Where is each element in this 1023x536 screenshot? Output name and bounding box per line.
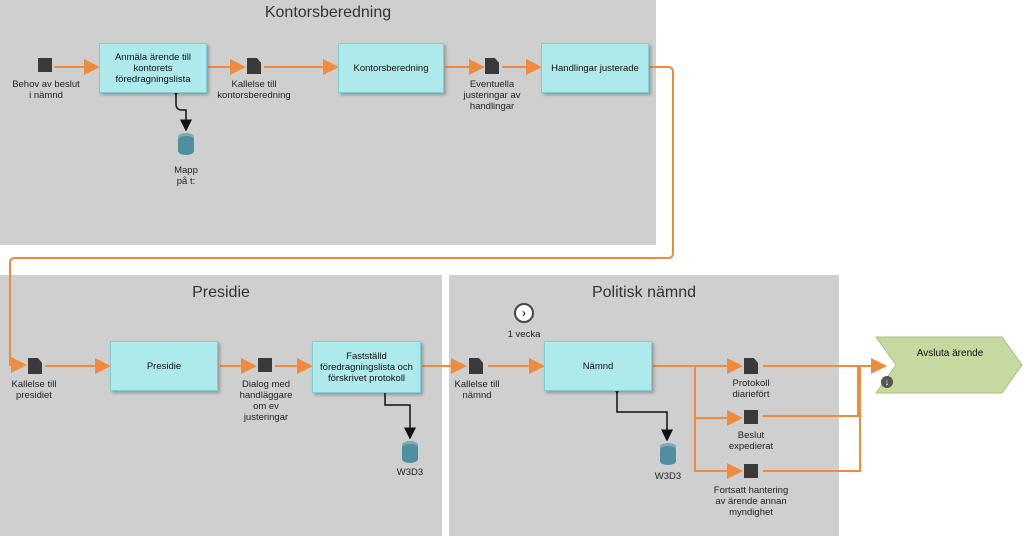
label-timer: 1 vecka bbox=[507, 329, 541, 340]
database-mapp-icon[interactable] bbox=[178, 133, 194, 155]
lane-title-politisk-namnd: Politisk nämnd bbox=[591, 284, 697, 301]
lane-title-presidie: Presidie bbox=[192, 284, 250, 301]
event-protokoll[interactable] bbox=[744, 358, 758, 374]
flow-branch-fortsatt bbox=[694, 418, 743, 479]
label-beslut: Beslut expedierat bbox=[728, 430, 774, 452]
label-kallelse-presidiet: Kallelse till presidiet bbox=[11, 379, 57, 401]
process-kontorsberedning[interactable]: Kontorsberedning bbox=[338, 43, 444, 93]
database-w3d3-namnd-icon[interactable] bbox=[660, 443, 676, 465]
lane-kontorsberedning: Kontorsberedning bbox=[0, 0, 656, 245]
event-behov[interactable] bbox=[38, 58, 52, 72]
process-faststalld[interactable]: Fastställd föredragningslista och förskr… bbox=[312, 341, 421, 393]
process-namnd[interactable]: Nämnd bbox=[544, 341, 652, 391]
link-anmala-mapp bbox=[170, 84, 192, 132]
label-kallelse-kontorsberedning: Kallelse till kontorsberedning bbox=[217, 79, 291, 101]
event-dialog[interactable] bbox=[258, 358, 272, 372]
flow-beslut-end bbox=[763, 366, 859, 417]
event-kallelse-presidiet[interactable] bbox=[28, 358, 42, 374]
label-protokoll: Protokoll diariefört bbox=[732, 378, 770, 400]
flow-handlingar-presidiet bbox=[9, 66, 674, 373]
label-eventuella-justeringar: Eventuella justeringar av handlingar bbox=[463, 79, 521, 112]
label-avsluta: Avsluta ärende bbox=[916, 348, 984, 359]
label-dialog: Dialog med handläggare om ev justeringar bbox=[239, 379, 293, 423]
end-shape[interactable] bbox=[874, 335, 1023, 395]
label-w3d3-namnd: W3D3 bbox=[654, 471, 682, 482]
lane-title-kontorsberedning: Kontorsberedning bbox=[264, 4, 392, 21]
timer-clock-icon: › bbox=[514, 303, 534, 323]
database-w3d3-presidie-icon[interactable] bbox=[402, 441, 418, 463]
process-anmala[interactable]: Anmäla ärende till kontorets föredragnin… bbox=[99, 43, 207, 93]
flow-fortsatt-end bbox=[763, 366, 861, 472]
event-fortsatt[interactable] bbox=[744, 464, 758, 478]
link-namnd-w3d3 bbox=[611, 382, 673, 442]
label-mapp: Mapp på t: bbox=[174, 165, 198, 187]
event-beslut[interactable] bbox=[744, 410, 758, 424]
label-kallelse-namnd: Kallelse till nämnd bbox=[454, 379, 500, 401]
lane-presidie: Presidie bbox=[0, 275, 442, 536]
event-kallelse-namnd[interactable] bbox=[469, 358, 483, 374]
label-w3d3-presidie: W3D3 bbox=[396, 467, 424, 478]
process-presidie[interactable]: Presidie bbox=[110, 341, 218, 391]
expand-down-icon[interactable]: ↓ bbox=[881, 376, 893, 388]
link-faststalld-w3d3 bbox=[379, 382, 416, 440]
event-kallelse-kontorsberedning[interactable] bbox=[247, 58, 261, 74]
label-behov: Behov av beslut i nämnd bbox=[12, 79, 80, 101]
process-handlingar-justerade[interactable]: Handlingar justerade bbox=[541, 43, 649, 93]
label-fortsatt: Fortsatt hantering av ärende annan myndi… bbox=[713, 485, 789, 518]
event-eventuella-justeringar[interactable] bbox=[485, 58, 499, 74]
